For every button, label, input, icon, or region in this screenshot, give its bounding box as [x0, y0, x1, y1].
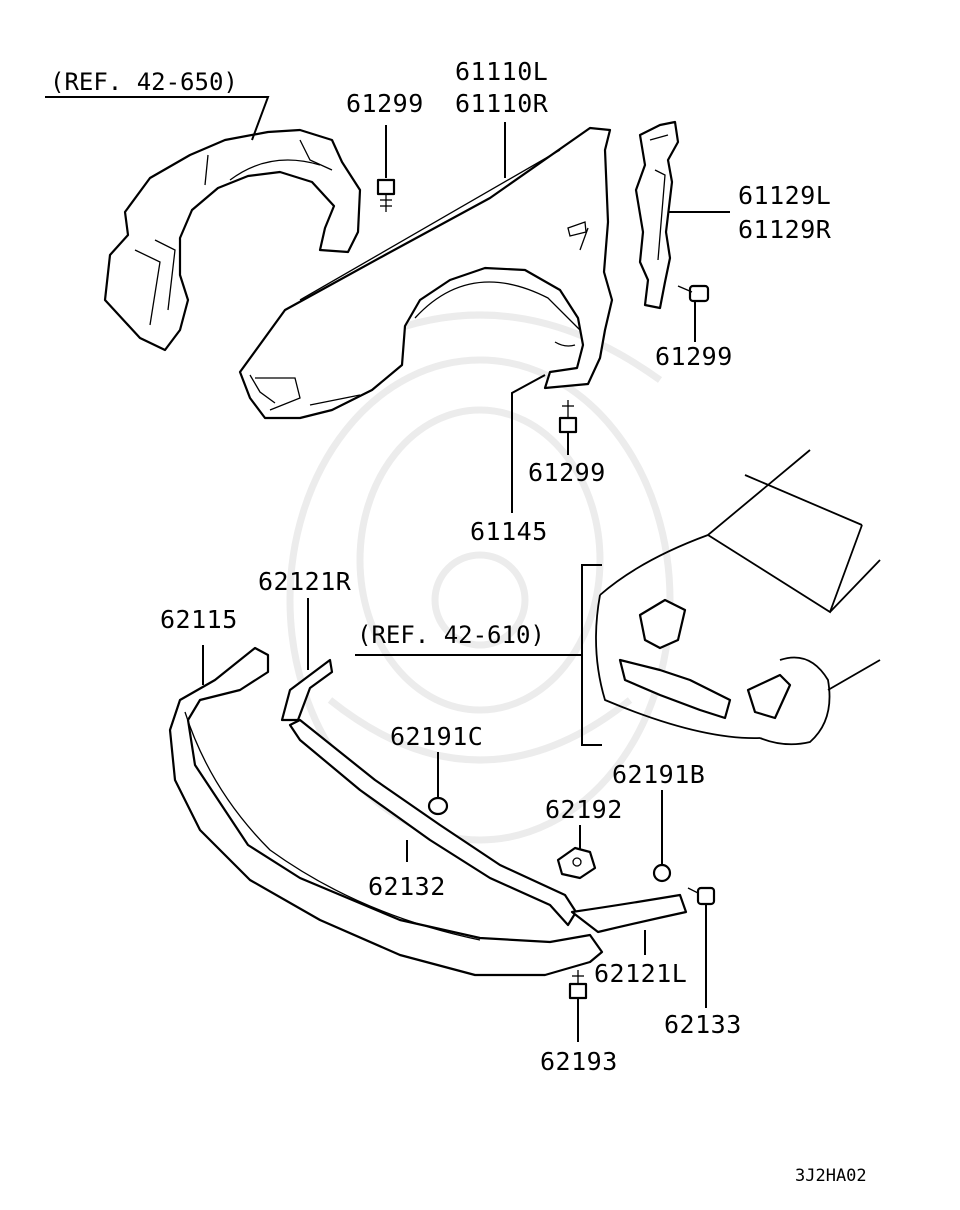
clip-62191b — [652, 863, 672, 883]
fender-bracket — [634, 120, 680, 310]
bolt-61299-bracket — [677, 284, 710, 303]
part-label-62133: 62133 — [664, 1010, 742, 1039]
bumper-extension-right — [280, 658, 578, 927]
part-label-61145: 61145 — [470, 517, 548, 546]
clip-62191c — [427, 796, 449, 816]
watermark-emblem — [286, 311, 674, 844]
part-label-61110r: 61110R — [455, 89, 549, 118]
bumper-lip-spoiler — [168, 646, 604, 977]
front-fender-panel — [238, 126, 614, 420]
part-label-61129l: 61129L — [738, 181, 831, 210]
leader-splash-shield — [511, 374, 546, 513]
part-label-62191b: 62191B — [612, 760, 705, 789]
bolt-62193 — [568, 970, 588, 1000]
part-label-61110l: 61110L — [455, 57, 548, 86]
part-label-62192: 62192 — [545, 795, 623, 824]
part-label-61299-top: 61299 — [346, 89, 424, 118]
inner-fender-liner — [103, 128, 362, 352]
part-label-62132: 62132 — [368, 872, 446, 901]
part-label-62191c: 62191C — [390, 722, 483, 751]
screw-62133 — [687, 886, 716, 906]
part-label-62121l: 62121L — [594, 959, 687, 988]
part-label-61129r: 61129R — [738, 215, 832, 244]
bumper-extension-left — [570, 893, 688, 934]
part-label-61299-lower: 61299 — [528, 458, 606, 487]
ref-leader-inner-fender — [45, 96, 270, 141]
ref-front-body-label: (REF. 42-610) — [357, 621, 545, 649]
part-label-62115: 62115 — [160, 605, 238, 634]
ref-inner-fender-label: (REF. 42-650) — [50, 68, 238, 96]
diagram-code: 3J2HA02 — [795, 1166, 867, 1186]
nut-62192 — [556, 846, 597, 880]
bolt-61299-lower — [558, 400, 578, 434]
car-front-inset — [595, 449, 881, 746]
part-label-61299-bracket: 61299 — [655, 342, 733, 371]
part-label-62121r: 62121R — [258, 567, 352, 596]
part-label-62193: 62193 — [540, 1047, 618, 1076]
bolt-61299-top — [376, 178, 396, 212]
